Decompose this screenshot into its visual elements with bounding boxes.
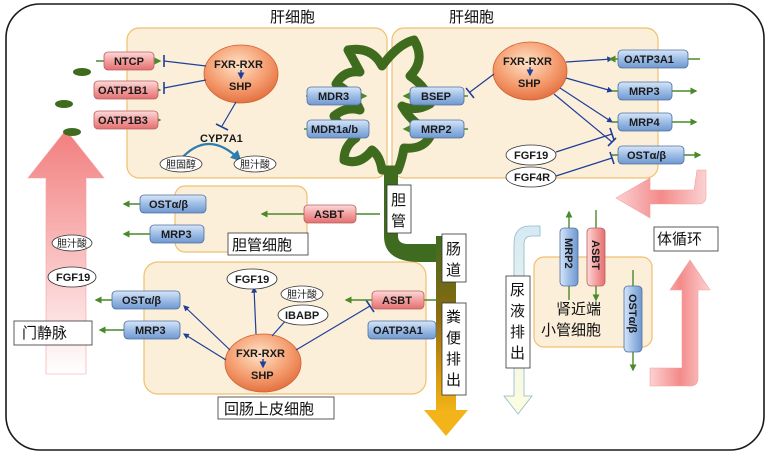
fgf19-label: FGF19 xyxy=(514,150,548,162)
mrp2-label: MRP2 xyxy=(562,238,574,269)
fgf4r-oval-hep xyxy=(505,166,557,188)
portal-bile-acid-label: 胆汁酸 xyxy=(57,237,87,250)
mrp2-transporter xyxy=(409,119,465,139)
ost-transporter-hep xyxy=(617,145,685,165)
bile-canaliculus xyxy=(329,35,437,175)
cyp7a1-label: CYP7A1 xyxy=(200,133,243,145)
ntcp-transporter xyxy=(103,51,155,71)
asbt-transporter-ileal xyxy=(371,290,425,310)
shp-label: SHP xyxy=(518,78,541,90)
systemic-circulation-label: 体循环 xyxy=(657,230,702,248)
urine-label-1: 尿 xyxy=(510,281,525,299)
urine-label-2: 液 xyxy=(510,302,525,320)
cholangiocyte-label: 胆管细胞 xyxy=(232,236,292,254)
bile-acid-label: 胆汁酸 xyxy=(287,288,317,301)
fecal-excretion-arrow-head xyxy=(424,410,468,436)
fxr-rxr-label: FXR-RXR xyxy=(214,59,263,71)
bile-acid-oval xyxy=(233,155,277,173)
mrp3-transporter-ileal xyxy=(123,320,181,340)
mrp3-label: MRP3 xyxy=(629,86,660,98)
asbt-label: ASBT xyxy=(589,240,601,270)
oatp1b3-label: OATP1B3 xyxy=(98,115,148,127)
asbt-label: ASBT xyxy=(314,209,344,221)
portal-fgf19-oval xyxy=(47,266,97,288)
oatp1b1-transporter xyxy=(93,80,159,100)
ost-transporter-chol xyxy=(139,194,207,214)
shp-label: SHP xyxy=(251,370,274,382)
portal-fgf19-label: FGF19 xyxy=(56,272,90,284)
fecal-label-2: 便 xyxy=(446,329,461,347)
renal-tubule-label-2: 小管细胞 xyxy=(541,321,601,339)
bile-acid-label: 胆汁酸 xyxy=(240,158,270,171)
oatp3a1-transporter-ileal xyxy=(367,320,437,340)
hepatocyte-left-cell xyxy=(126,27,388,179)
fxr-rxr-label: FXR-RXR xyxy=(236,348,285,360)
fecal-label-4: 出 xyxy=(446,371,461,389)
fecal-label-1: 粪 xyxy=(446,308,461,326)
fgf4r-label: FGF4R xyxy=(514,172,550,184)
mrp2-transporter-renal xyxy=(559,227,579,287)
ost-label: OSTα/β xyxy=(627,150,666,162)
fgf19-oval-ileal xyxy=(226,268,278,290)
fxr-rxr-label: FXR-RXR xyxy=(503,56,552,68)
mrp3-label: MRP3 xyxy=(161,229,192,241)
mdr3-transporter xyxy=(306,86,362,106)
ost-transporter-renal xyxy=(623,285,643,353)
fecal-label-3: 排 xyxy=(446,350,461,368)
portal-bile-acid-oval xyxy=(51,234,93,252)
ost-label: OSTα/β xyxy=(122,295,161,307)
ost-label: OSTα/β xyxy=(626,294,638,333)
oatp3a1-transporter-hep xyxy=(617,49,689,69)
fgf19-oval-hep xyxy=(505,144,557,166)
shp-label: SHP xyxy=(229,81,252,93)
oatp3a1-label: OATP3A1 xyxy=(373,325,423,337)
ost-label: OSTα/β xyxy=(149,199,188,211)
bsep-transporter xyxy=(409,86,465,106)
ileal-epithelial-label: 回肠上皮细胞 xyxy=(224,400,314,418)
asbt-label: ASBT xyxy=(382,295,412,307)
hepatocyte-left-label: 肝细胞 xyxy=(270,8,315,26)
urine-label-4: 出 xyxy=(510,344,525,362)
mrp2-label: MRP2 xyxy=(421,124,452,136)
fgf19-label: FGF19 xyxy=(235,274,269,286)
bile-duct-label-1: 胆 xyxy=(391,191,406,209)
ibabp-oval-ileal xyxy=(277,304,329,326)
oatp1b3-transporter xyxy=(93,110,159,130)
cholesterol-label: 胆固醇 xyxy=(166,158,196,171)
bile-acid-oval-ileal xyxy=(280,285,324,303)
bile-duct-label-2: 管 xyxy=(391,212,406,230)
intestine-label-1: 肠 xyxy=(446,240,461,258)
systemic-circulation-arrow-top xyxy=(615,169,707,219)
bile-acid-dot xyxy=(55,100,73,108)
oatp1b1-label: OATP1B1 xyxy=(98,85,148,97)
systemic-circulation-arrow-right xyxy=(649,259,711,387)
cholesterol-oval xyxy=(159,155,203,173)
bile-acid-dot xyxy=(73,68,91,76)
urine-label-3: 排 xyxy=(510,323,525,341)
mrp3-transporter-chol xyxy=(149,224,205,244)
mdr1-transporter xyxy=(306,119,370,139)
portal-vein-label: 门静脉 xyxy=(22,324,67,342)
mdr1-label: MDR1a/b xyxy=(311,124,358,136)
ntcp-label: NTCP xyxy=(114,56,144,68)
renal-tubule-label-1: 肾近端 xyxy=(556,300,601,318)
bile-acid-dot xyxy=(63,128,81,136)
mrp3-label: MRP3 xyxy=(135,325,166,337)
bsep-label: BSEP xyxy=(421,91,451,103)
mrp4-transporter-hep xyxy=(617,112,673,132)
asbt-transporter-renal xyxy=(586,227,606,287)
mrp3-transporter-hep xyxy=(617,81,673,101)
hepatocyte-right-label: 肝细胞 xyxy=(449,8,494,26)
mrp4-label: MRP4 xyxy=(629,117,660,129)
ost-transporter-ileal xyxy=(111,290,181,310)
intestine-label-2: 道 xyxy=(446,261,461,279)
oatp3a1-label: OATP3A1 xyxy=(624,54,674,66)
mdr3-label: MDR3 xyxy=(318,91,349,103)
asbt-transporter-chol xyxy=(303,204,357,224)
ibabp-label: IBABP xyxy=(285,310,319,322)
